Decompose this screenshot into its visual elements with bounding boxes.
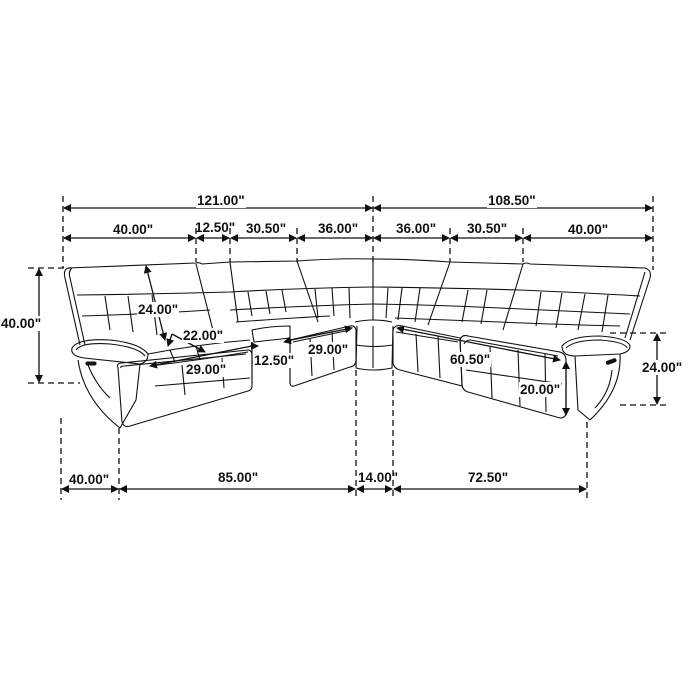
top-right-total-label: 108.50": [487, 193, 537, 208]
seat-depth-label: 22.00": [182, 328, 225, 343]
top-right-segment-2-label: 30.50": [467, 221, 508, 236]
back-height-label: 24.00": [137, 302, 180, 317]
top-left-segment-4-label: 36.00": [318, 221, 359, 236]
seat-height-label: 20.00": [519, 382, 562, 397]
overall-height-label: 40.00": [0, 316, 43, 331]
top-left-total-label: 121.00": [196, 193, 246, 208]
bottom-segment-2-label: 85.00": [218, 470, 259, 485]
bottom-segment-4-label: 72.50": [468, 470, 509, 485]
seat-width-left-label: 29.00": [185, 362, 228, 377]
bottom-segment-3-label: 14.00": [358, 470, 399, 485]
top-left-segment-1-label: 40.00": [113, 222, 154, 237]
top-right-segment-3-label: 40.00": [568, 222, 609, 237]
seat-width-mid-label: 29.00": [307, 342, 350, 357]
top-right-segment-1-label: 36.00": [396, 221, 437, 236]
bottom-segment-1-label: 40.00": [69, 472, 110, 487]
arm-height-label: 24.00": [641, 360, 684, 375]
top-left-segment-2-label: 12.50": [195, 220, 236, 235]
dimension-lines: [35, 204, 661, 493]
right-seat-span-label: 60.50": [449, 352, 492, 367]
sofa-outline: [63, 258, 651, 429]
top-left-segment-3-label: 30.50": [246, 221, 287, 236]
console-width-label: 12.50": [253, 353, 296, 368]
